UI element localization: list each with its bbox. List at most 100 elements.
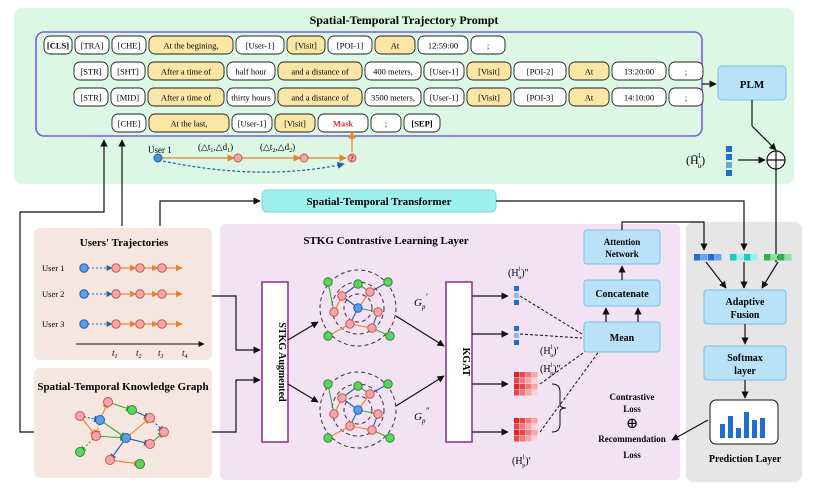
graph-node	[365, 287, 375, 297]
token-box	[277, 61, 363, 81]
token-text: ;	[685, 67, 687, 77]
matrix-cell	[526, 390, 532, 396]
kg-node	[103, 397, 113, 407]
loss2-label: Loss	[623, 450, 641, 460]
matrix-cell	[526, 384, 532, 390]
token-box	[148, 113, 230, 133]
prediction-label: Prediction Layer	[709, 454, 782, 465]
token-box	[668, 61, 704, 81]
token-text: 13:20:00	[624, 67, 654, 77]
time-tick-label: t1	[112, 348, 118, 360]
token-text: [User-1]	[238, 119, 267, 129]
gp2-label: Gp″	[414, 406, 429, 425]
token-box	[327, 35, 373, 55]
graph-node	[373, 409, 383, 419]
arrow-kg-to-prompt	[19, 139, 108, 433]
token-text: 12:59:00	[428, 41, 458, 51]
graph-node	[353, 405, 363, 415]
token-text: [MID]	[117, 93, 139, 103]
kg-node	[121, 433, 131, 443]
graph-node	[353, 381, 363, 391]
token-box	[417, 35, 469, 55]
fusion-vector-cell	[744, 254, 751, 261]
graph-edge	[327, 281, 335, 313]
matrix-cell	[526, 418, 532, 424]
trajectory-user-label: User 2	[42, 289, 64, 299]
prediction-bar	[744, 412, 749, 438]
arrow-aug-to-g1	[287, 321, 319, 341]
matrix-cell	[514, 390, 520, 396]
trajectory-node	[135, 319, 145, 329]
graph-ring	[343, 293, 373, 323]
contrastive-title: STKG Contrastive Learning Layer	[303, 235, 468, 247]
token-box	[513, 61, 567, 81]
plm-label: PLM	[740, 79, 765, 91]
graph-node	[323, 379, 333, 389]
kg-node	[75, 447, 85, 457]
prediction-bar	[720, 424, 725, 438]
graph-node	[345, 421, 355, 431]
graph-node	[383, 277, 393, 287]
trajectory-node	[111, 289, 121, 299]
fusion-vector-cell	[764, 254, 771, 261]
fusion-vector-cell	[785, 254, 792, 261]
arrow-plm-to-add	[751, 125, 777, 151]
mask-token: Mask	[333, 119, 354, 129]
hp2-matrix	[514, 372, 538, 396]
graph-node	[345, 319, 355, 329]
token-box	[611, 61, 667, 81]
augmented-graphs	[319, 269, 397, 449]
prediction-bar	[728, 416, 733, 438]
softmax-line1: Softmax	[727, 353, 763, 364]
token-text: thirty hours	[231, 93, 270, 103]
graph-node	[385, 433, 395, 443]
matrix-cell	[526, 372, 532, 378]
arrow-g1-to-kgat	[395, 315, 445, 347]
fusion-vector-cell	[751, 254, 758, 261]
graph-node	[323, 331, 333, 341]
arrow-attention-out	[621, 221, 708, 251]
arrow-vec-fusion-l	[705, 261, 727, 289]
arrow-kg-to-aug	[212, 376, 261, 433]
token-text: [POI-2]	[527, 67, 554, 77]
prediction-bar	[760, 418, 765, 438]
kg-node	[145, 413, 155, 423]
graph-node	[337, 393, 347, 403]
token-box	[148, 35, 234, 55]
matrix-cell	[514, 378, 520, 384]
matrix-cell	[520, 384, 526, 390]
token-box	[147, 61, 225, 81]
token-box	[423, 87, 465, 107]
token-box	[611, 87, 667, 107]
trajectory-node	[111, 263, 121, 273]
token-text: [User-1]	[246, 41, 275, 51]
graph-node	[323, 277, 333, 287]
matrix-cell	[526, 430, 532, 436]
fusion-line1: Adaptive	[726, 297, 765, 308]
trajectory-node	[111, 319, 121, 329]
token-box	[111, 113, 147, 133]
token-box	[73, 61, 109, 81]
knowledge-graph	[75, 397, 169, 469]
arrow-aug-to-g2	[287, 383, 319, 403]
trajectory-user-label: User 3	[42, 319, 64, 329]
token-box	[286, 35, 326, 55]
recommendation-label: Recommendation	[598, 434, 666, 444]
gp1-label: Gp′	[414, 292, 428, 311]
token-box	[147, 87, 225, 107]
trajectory-node	[157, 319, 167, 329]
matrix-cell	[526, 378, 532, 384]
contrastive-label: Contrastive	[610, 392, 655, 402]
token-box	[74, 35, 110, 55]
graph-node	[373, 307, 383, 317]
token-text: half hour	[236, 67, 267, 77]
graph-node	[367, 323, 377, 333]
token-box	[668, 87, 704, 107]
delta-label-2: (△t2,△d2)	[260, 142, 295, 154]
user1-node-end	[347, 153, 357, 163]
prediction-bar	[736, 428, 741, 438]
matrix-cell	[520, 390, 526, 396]
arrow-g2-to-kgat	[395, 375, 445, 407]
